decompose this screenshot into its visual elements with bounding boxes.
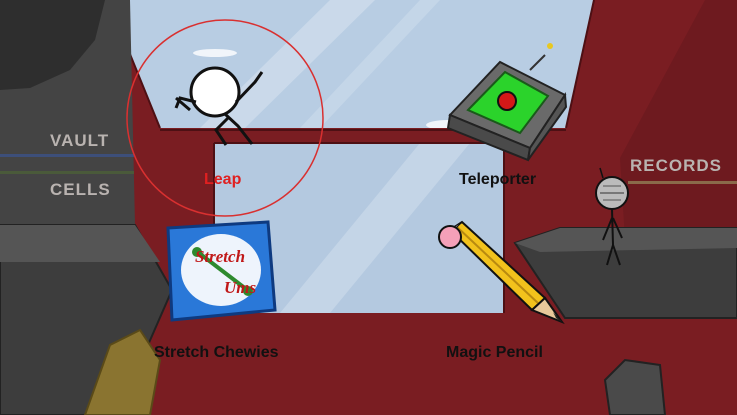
rubble: [0, 0, 105, 90]
vault-sign: VAULT: [50, 131, 110, 150]
stretch-chewies-label[interactable]: Stretch Chewies: [154, 344, 279, 361]
cloud: [193, 49, 237, 57]
teleporter-option[interactable]: [440, 40, 570, 165]
glass-shine: [280, 143, 470, 313]
leap-label[interactable]: Leap: [204, 171, 242, 188]
magic-pencil-option[interactable]: [435, 218, 567, 326]
statue: [83, 328, 162, 415]
teleporter-label[interactable]: Teleporter: [459, 171, 537, 188]
teleporter-device-icon: [446, 43, 568, 162]
stretch-chewies-bag-icon: Stretch Ums: [166, 220, 277, 322]
records-sign: RECORDS: [630, 156, 723, 175]
glass-shine: [300, 0, 440, 128]
magic-pencil-label[interactable]: Magic Pencil: [446, 344, 543, 361]
stickman-leap-icon: [174, 66, 264, 146]
henry-stickmin: [595, 167, 629, 266]
selection-ring: [126, 19, 324, 217]
right-wall: [620, 0, 737, 240]
magic-pencil-icon: [438, 220, 565, 325]
bag-brand-text-2: Ums: [224, 278, 257, 297]
leap-option-graphic: [126, 19, 324, 217]
cells-sign: CELLS: [50, 180, 111, 199]
stretch-chewies-option[interactable]: [160, 215, 280, 325]
bag-brand-text: Stretch: [195, 247, 245, 266]
